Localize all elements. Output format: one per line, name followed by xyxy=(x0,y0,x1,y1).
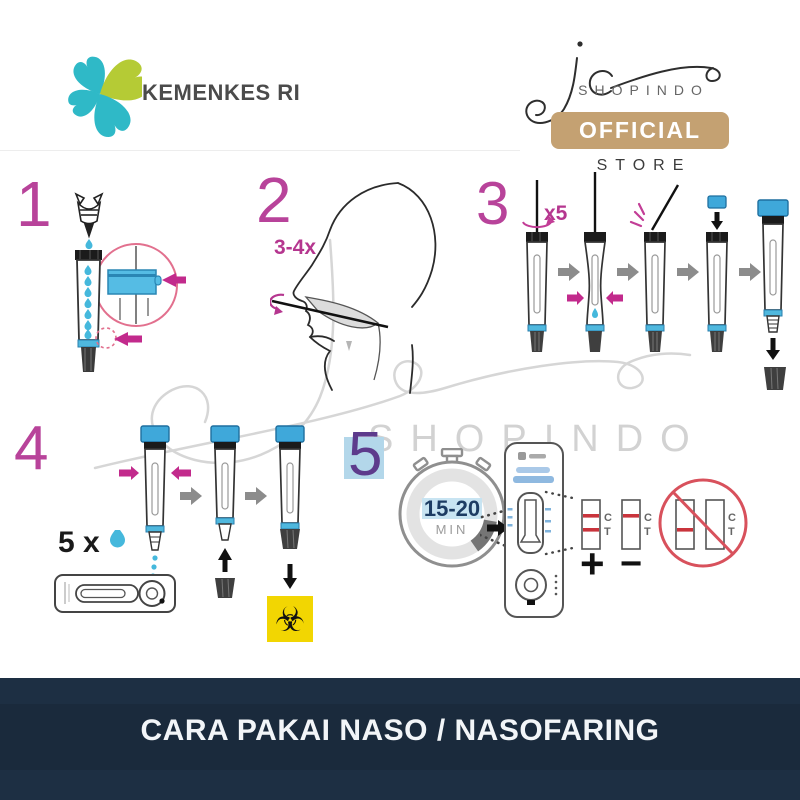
test-cassette-vertical xyxy=(504,442,564,618)
step2-number: 2 xyxy=(256,164,292,236)
down-arrow-icon xyxy=(766,338,780,360)
tube-plug-zoom xyxy=(107,269,157,295)
store-name: SHOPINDO xyxy=(578,82,709,98)
next-arrow-icon xyxy=(617,263,639,281)
window-ct-marks xyxy=(507,508,551,533)
step2-rotations-note: 3-4x xyxy=(274,236,317,259)
blue-cap-icon xyxy=(707,195,727,209)
down-arrow-icon xyxy=(283,564,297,589)
result-strip-negative: C T − xyxy=(620,499,652,585)
tube-recap xyxy=(210,425,240,599)
tube-snap-swab xyxy=(629,184,680,353)
tube-capped xyxy=(757,199,789,390)
prohibited-slash-icon xyxy=(671,490,735,556)
squeeze-arrows-icon xyxy=(567,291,623,305)
tube-dispense xyxy=(119,425,191,588)
step3-illustration xyxy=(522,172,789,390)
dashed-connector xyxy=(544,490,579,556)
kemenkes-logo-icon xyxy=(68,56,142,138)
removed-tip-cap xyxy=(764,367,786,390)
buffer-drop-icon xyxy=(85,239,93,250)
biohazard-icon: ☣ xyxy=(275,601,305,639)
step5-number: 5 xyxy=(348,420,383,489)
store-label: STORE xyxy=(596,157,692,174)
nasal-swab xyxy=(271,299,389,329)
sample-well xyxy=(138,580,166,607)
stopwatch-icon: 15-20 MIN xyxy=(398,448,506,568)
magnifier-detail xyxy=(94,243,186,327)
c-label: C xyxy=(604,512,612,524)
drop-icon xyxy=(110,530,125,548)
tip-cap-icon xyxy=(214,577,236,599)
timer-highlight xyxy=(422,498,482,519)
positive-sign: + xyxy=(580,540,605,587)
rotate-swab-icon xyxy=(270,293,285,311)
tube-capping xyxy=(705,195,729,353)
snap-burst-icon xyxy=(629,202,646,228)
step4-drops-note: 5 x xyxy=(58,526,100,559)
step1-illustration xyxy=(74,192,186,372)
t-label: T xyxy=(728,526,735,538)
prohibited-circle-icon xyxy=(658,478,748,568)
next-arrow-icon xyxy=(245,487,267,505)
step4-number: 4 xyxy=(14,414,49,483)
jc-script-logo xyxy=(525,41,721,124)
down-arrow-icon xyxy=(711,212,723,230)
next-arrow-icon xyxy=(487,520,509,536)
rotate-arrow-icon xyxy=(546,216,555,225)
next-arrow-icon xyxy=(677,263,699,281)
negative-sign: − xyxy=(620,543,642,585)
biohazard-label xyxy=(267,596,313,642)
result-invalid: C T xyxy=(658,478,748,568)
step2-illustration xyxy=(270,182,437,394)
timer-unit: MIN xyxy=(436,522,469,537)
kemenkes-petal-bottom xyxy=(94,94,131,138)
kemenkes-petal-left xyxy=(68,89,100,117)
t-label: T xyxy=(644,526,651,538)
blue-cap-icon xyxy=(757,199,789,217)
official-badge: OFFICIAL xyxy=(551,112,729,149)
buffer-dropper xyxy=(74,192,104,239)
timer-value: 15-20 xyxy=(424,496,480,521)
step5-results-illustration: C T + C T − C T xyxy=(480,442,748,618)
step5-number-highlight xyxy=(344,437,384,479)
step4-illustration: ☣ xyxy=(54,425,313,642)
test-cassette-horizontal xyxy=(54,574,176,613)
c-label: C xyxy=(728,512,736,524)
footer-banner: CARA PAKAI NASO / NASOFARING xyxy=(0,678,800,800)
kemenkes-petal-top xyxy=(73,56,105,94)
next-arrow-icon xyxy=(558,263,580,281)
kemenkes-label: KEMENKES RI xyxy=(142,80,301,105)
face-profile xyxy=(292,182,437,394)
sample-well xyxy=(515,569,547,601)
tube-squeeze xyxy=(567,172,623,352)
timer-wedge xyxy=(470,519,497,552)
up-arrow-icon xyxy=(218,548,232,572)
kemenkes-petal-right xyxy=(100,59,142,101)
next-arrow-icon xyxy=(180,487,202,505)
brand-text-line xyxy=(516,467,550,473)
press-arrow-icon xyxy=(162,273,186,287)
step1-number: 1 xyxy=(16,168,52,240)
tube-discard: ☣ xyxy=(267,425,313,642)
abbott-logo xyxy=(518,452,526,460)
header-divider xyxy=(0,150,520,151)
next-arrow-icon xyxy=(739,263,761,281)
footer-band xyxy=(0,704,800,770)
squeeze-arrows-icon xyxy=(119,466,191,480)
press-arrow-icon xyxy=(114,332,142,346)
result-strip-positive: C T + xyxy=(580,499,612,587)
footer-title: CARA PAKAI NASO / NASOFARING xyxy=(140,714,660,747)
extraction-tube xyxy=(75,250,102,372)
t-label: T xyxy=(604,526,611,538)
throat-accent xyxy=(346,341,352,351)
tube-swirl xyxy=(522,180,555,353)
dashed-connector xyxy=(480,508,510,549)
step3-number: 3 xyxy=(476,170,510,237)
c-label: C xyxy=(644,512,652,524)
jc-script-watermark xyxy=(93,238,692,470)
brand-text-line xyxy=(513,476,554,483)
